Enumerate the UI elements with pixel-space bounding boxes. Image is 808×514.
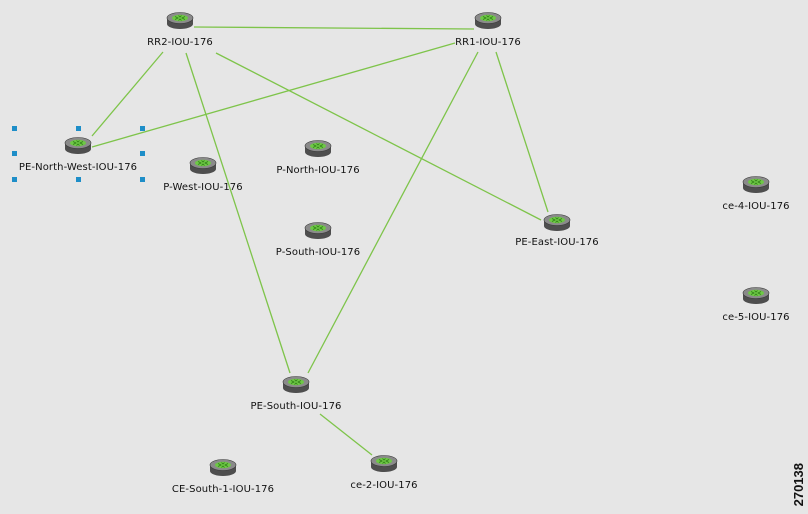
- node-label: RR1-IOU-176: [455, 37, 521, 48]
- node-label: PE-North-West-IOU-176: [18, 162, 138, 173]
- router-icon[interactable]: [209, 458, 237, 478]
- selection-handle[interactable]: [12, 126, 17, 131]
- selection-handle[interactable]: [140, 126, 145, 131]
- link-pe_south-ce2[interactable]: [319, 413, 373, 456]
- router-icon[interactable]: [166, 11, 194, 31]
- node-label: CE-South-1-IOU-176: [171, 484, 275, 495]
- node-label: P-North-IOU-176: [276, 165, 360, 176]
- node-label: RR2-IOU-176: [147, 37, 213, 48]
- router-icon[interactable]: [282, 375, 310, 395]
- node-label: ce-5-IOU-176: [722, 312, 790, 323]
- link-rr2-rr1[interactable]: [193, 26, 475, 30]
- node-label: ce-2-IOU-176: [350, 480, 418, 491]
- node-label: PE-East-IOU-176: [515, 237, 599, 248]
- router-icon[interactable]: [370, 454, 398, 474]
- link-rr1-pe_south[interactable]: [307, 51, 479, 374]
- selection-handle[interactable]: [12, 151, 17, 156]
- selection-handle[interactable]: [12, 177, 17, 182]
- selection-handle[interactable]: [76, 126, 81, 131]
- node-label: ce-4-IOU-176: [722, 201, 790, 212]
- router-icon[interactable]: [189, 156, 217, 176]
- link-rr1-pe_east[interactable]: [495, 51, 549, 213]
- router-icon[interactable]: [742, 175, 770, 195]
- node-label: P-West-IOU-176: [163, 182, 243, 193]
- link-rr2-pe_east[interactable]: [215, 52, 542, 221]
- router-icon[interactable]: [304, 221, 332, 241]
- selection-handle[interactable]: [140, 151, 145, 156]
- link-rr2-pe_south[interactable]: [185, 52, 291, 374]
- link-rr2-pe_nw[interactable]: [91, 51, 164, 137]
- router-icon[interactable]: [64, 136, 92, 156]
- router-icon[interactable]: [474, 11, 502, 31]
- node-label: P-South-IOU-176: [275, 247, 361, 258]
- router-icon[interactable]: [742, 286, 770, 306]
- selection-handle[interactable]: [140, 177, 145, 182]
- link-rr1-pe_nw[interactable]: [91, 42, 456, 148]
- node-label: PE-South-IOU-176: [250, 401, 342, 412]
- figure-id: 270138: [791, 462, 806, 506]
- selection-handle[interactable]: [76, 177, 81, 182]
- router-icon[interactable]: [304, 139, 332, 159]
- router-icon[interactable]: [543, 213, 571, 233]
